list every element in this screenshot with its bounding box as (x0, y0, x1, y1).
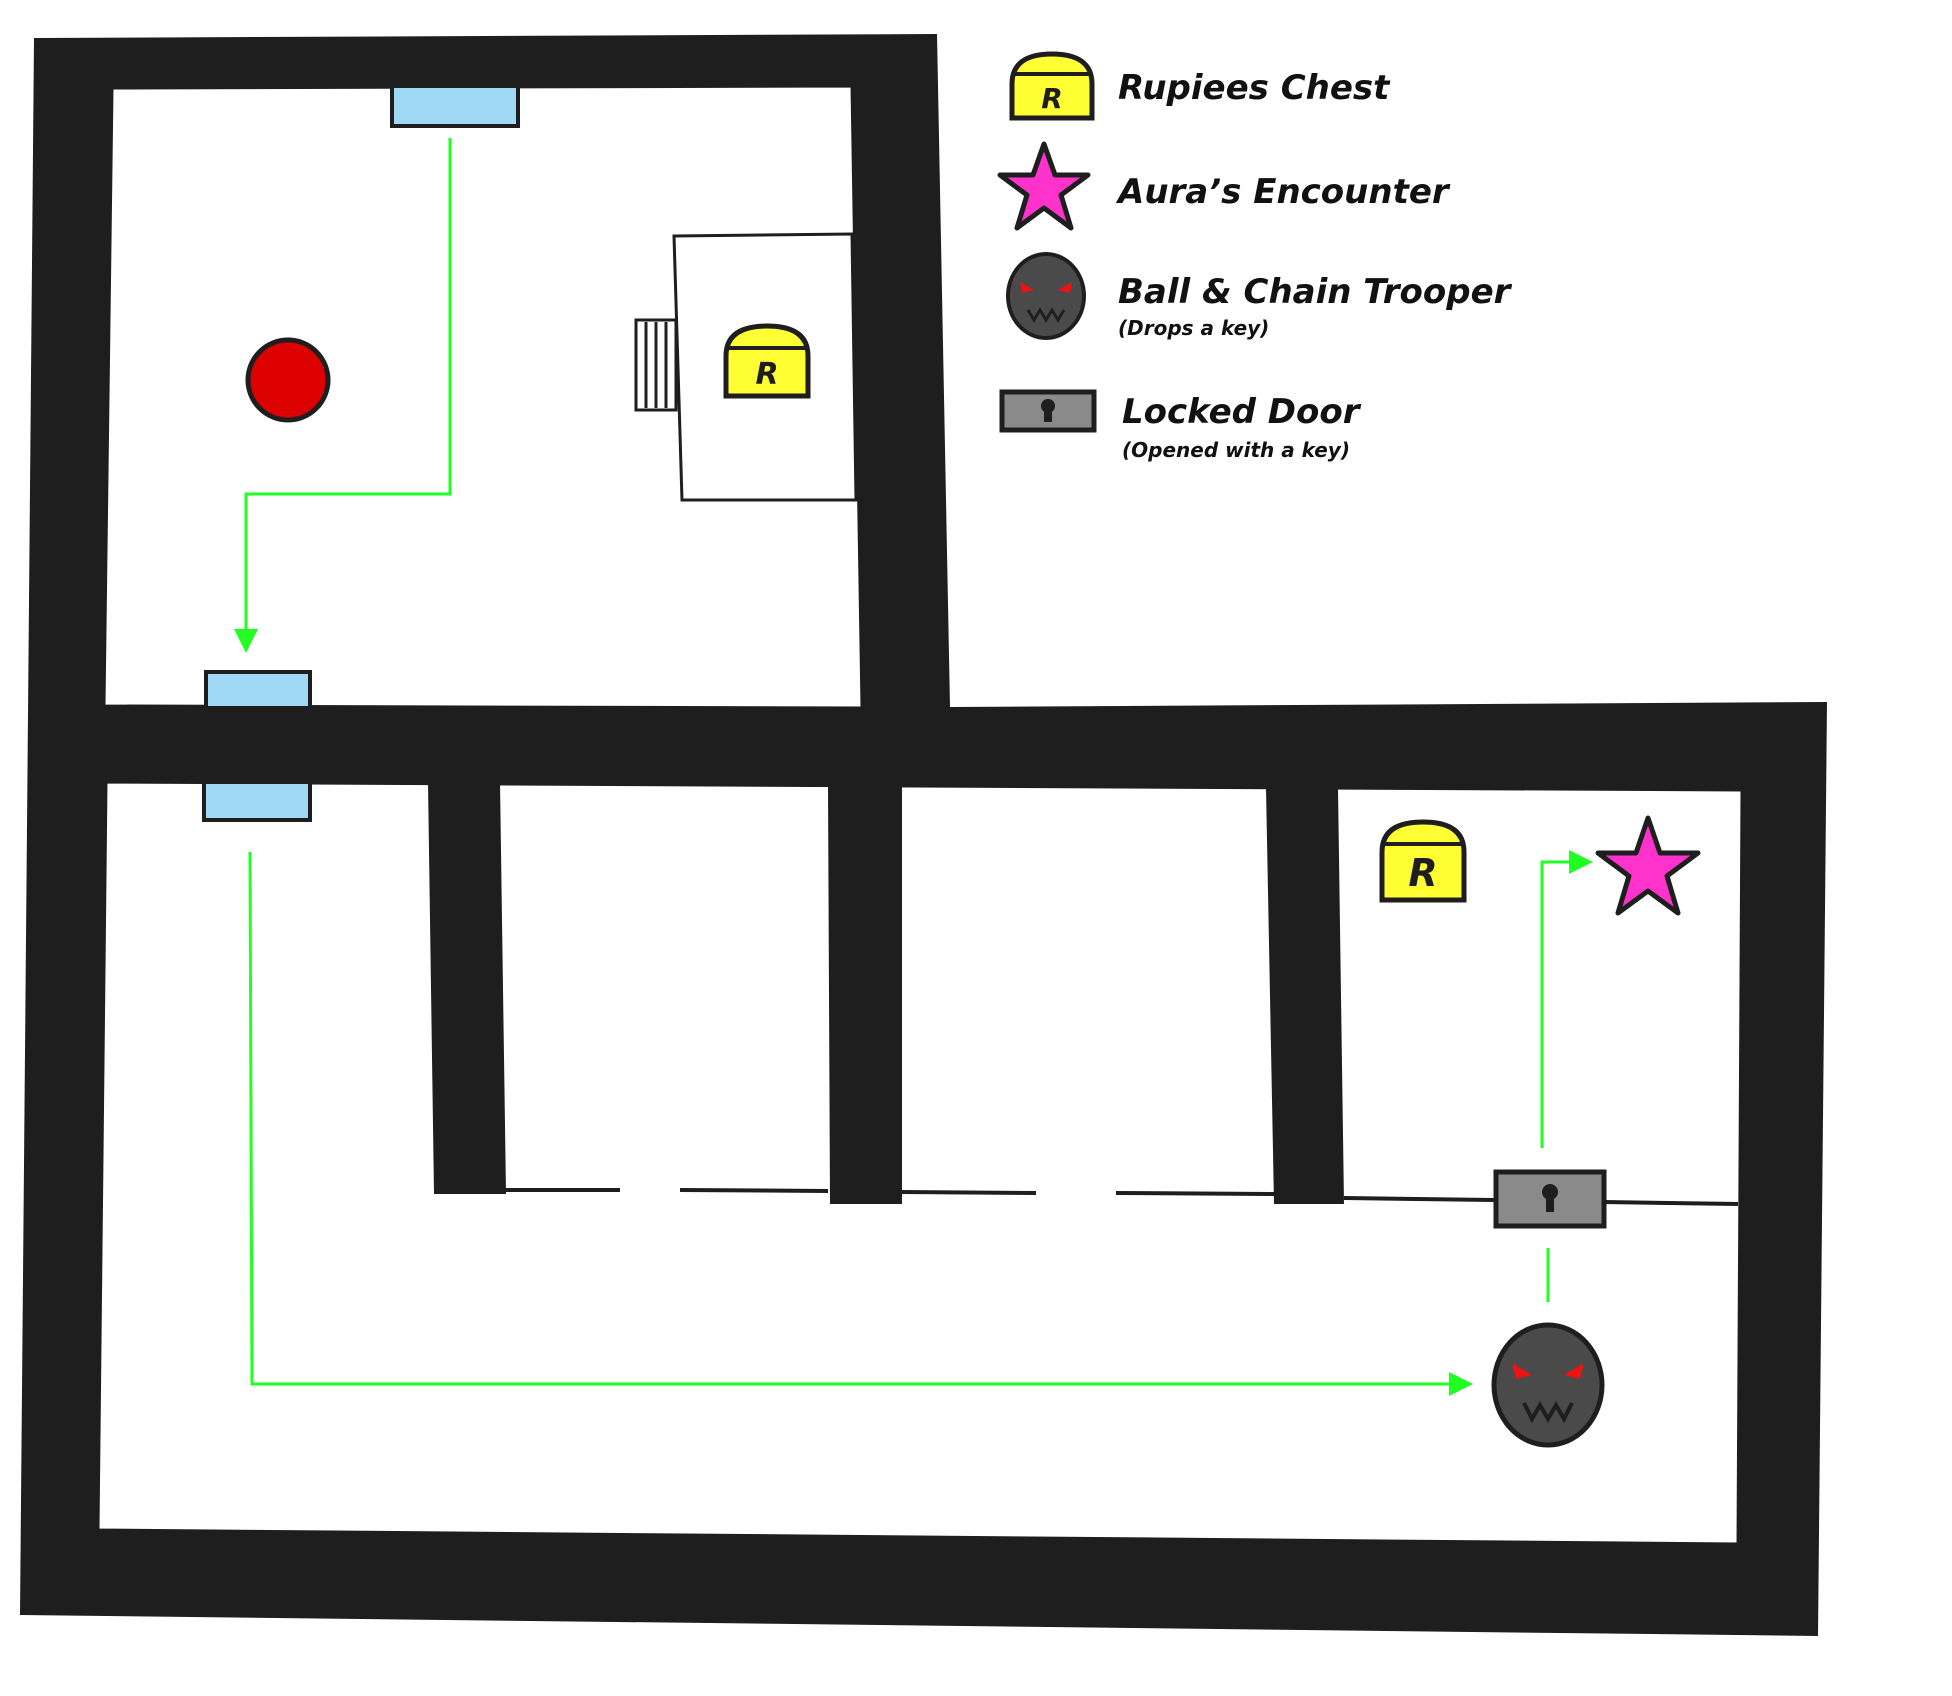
blue-door-mid-upper[interactable] (204, 670, 312, 710)
blue-doors (202, 84, 520, 822)
route-path (234, 138, 1593, 1396)
route-segment-4 (1540, 850, 1593, 1148)
legend-chest-letter: R (1041, 82, 1063, 115)
legend-star-label: Aura’s Encounter (1118, 172, 1449, 212)
interior-pillars (428, 782, 1344, 1204)
legend-trooper-label: Ball & Chain Trooper (1118, 272, 1511, 312)
top-room-floor (102, 84, 864, 710)
legend-monster-icon (1006, 252, 1086, 340)
legend-chest-icon: R (1009, 51, 1095, 121)
red-switch-icon[interactable] (245, 337, 331, 423)
route-segment-1 (234, 138, 452, 653)
blue-door-mid-lower[interactable] (202, 780, 312, 822)
chest-letter: R (755, 357, 778, 392)
pillar-2 (828, 786, 902, 1204)
legend-chest-label: Rupiees Chest (1118, 68, 1390, 108)
legend-star-icon (997, 141, 1091, 231)
map-monster-face-icon[interactable] (1491, 1322, 1605, 1448)
stairs-icon (634, 318, 678, 412)
map-chest-bottom-right[interactable]: R (1379, 819, 1467, 903)
pillar-3 (1266, 788, 1344, 1204)
blue-door-top[interactable] (390, 84, 520, 128)
legend-door-sub: (Opened with a key) (1122, 438, 1350, 462)
bottom-hall-floor (96, 780, 1744, 1546)
legend-trooper-sub: (Drops a key) (1118, 316, 1270, 340)
map-star-icon[interactable] (1595, 815, 1701, 916)
chest-letter: R (1408, 851, 1437, 895)
legend-locked-door-icon (999, 389, 1097, 433)
map-chest-alcove[interactable]: R (723, 323, 811, 399)
map-locked-door-icon[interactable] (1493, 1169, 1607, 1229)
legend-door-label: Locked Door (1122, 392, 1360, 432)
route-segment-2 (248, 851, 1473, 1396)
pillar-1 (428, 782, 506, 1194)
partition-line (500, 1188, 1739, 1206)
